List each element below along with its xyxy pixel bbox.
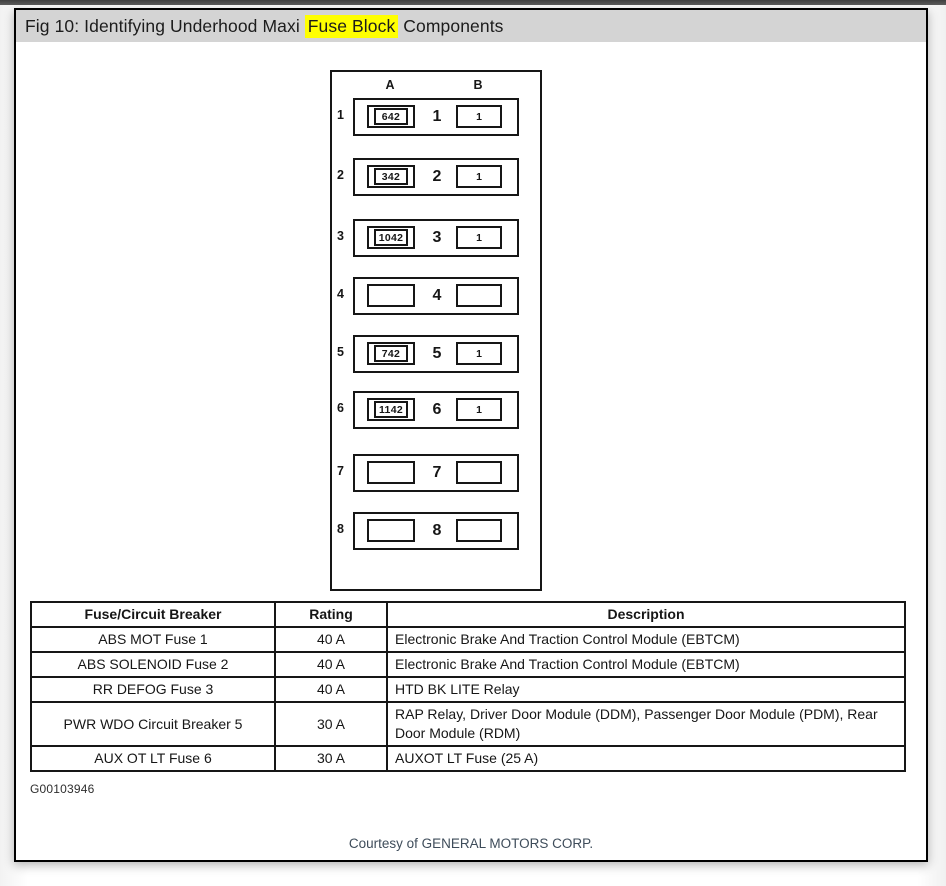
fuse-row: 1142 6 1 — [353, 391, 519, 429]
fuse-rating: 30 A — [274, 701, 388, 747]
table-row: RR DEFOG Fuse 3 40 A HTD BK LITE Relay — [30, 676, 906, 703]
fuse-name: ABS MOT Fuse 1 — [30, 626, 276, 653]
fuse-description: Electronic Brake And Traction Control Mo… — [386, 651, 906, 678]
figure-title-prefix: Fig 10: Identifying Underhood Maxi — [25, 15, 305, 36]
row-label: 7 — [337, 464, 344, 478]
fuse-row-number: 6 — [432, 401, 442, 418]
column-header-b: B — [473, 78, 483, 92]
header-fuse-circuit-breaker: Fuse/Circuit Breaker — [30, 601, 276, 628]
fuse-description: AUXOT LT Fuse (25 A) — [386, 745, 906, 772]
column-header-a: A — [385, 78, 395, 92]
fuse-row-number: 3 — [432, 229, 442, 246]
fuse-slot-a — [367, 519, 415, 542]
row-label: 2 — [337, 168, 344, 182]
fuse-slot-a-value — [374, 464, 408, 481]
fuse-slot-b: 1 — [456, 226, 502, 249]
fuse-slot-a: 1042 — [367, 226, 415, 249]
fuse-slot-b: 1 — [456, 342, 502, 365]
fuse-name: RR DEFOG Fuse 3 — [30, 676, 276, 703]
row-label: 8 — [337, 522, 344, 536]
fuse-name: AUX OT LT Fuse 6 — [30, 745, 276, 772]
fuse-rating: 40 A — [274, 676, 388, 703]
fuse-row: 8 — [353, 512, 519, 550]
fuse-name: ABS SOLENOID Fuse 2 — [30, 651, 276, 678]
fuse-row-number: 7 — [432, 464, 442, 481]
fuse-row-number: 1 — [432, 108, 442, 125]
fuse-row-number: 5 — [432, 345, 442, 362]
row-label: 4 — [337, 287, 344, 301]
fuse-row: 742 5 1 — [353, 335, 519, 373]
fuse-description: Electronic Brake And Traction Control Mo… — [386, 626, 906, 653]
figure-title-bar: Fig 10: Identifying Underhood Maxi Fuse … — [16, 10, 926, 42]
fuse-row: 342 2 1 — [353, 158, 519, 196]
fuse-row: 4 — [353, 277, 519, 315]
fuse-slot-a-value: 1042 — [373, 229, 409, 246]
figure-id: G00103946 — [30, 782, 95, 796]
fuse-description-table: Fuse/Circuit Breaker Rating Description … — [30, 601, 906, 772]
figure-frame: Fig 10: Identifying Underhood Maxi Fuse … — [14, 8, 928, 862]
fuse-row-number: 2 — [432, 168, 442, 185]
fuse-slot-b: 1 — [456, 165, 502, 188]
fuse-slot-a: 342 — [367, 165, 415, 188]
table-header-row: Fuse/Circuit Breaker Rating Description — [30, 601, 906, 628]
row-label: 5 — [337, 345, 344, 359]
fuse-slot-a — [367, 284, 415, 307]
fuse-slot-a-value: 342 — [374, 168, 408, 185]
fuse-slot-a-value: 742 — [374, 345, 408, 362]
window-top-strip — [0, 0, 946, 5]
fuse-slot-a: 1142 — [367, 398, 415, 421]
fuse-row: 1042 3 1 — [353, 219, 519, 257]
fuse-row-number: 8 — [432, 522, 442, 539]
fuse-slot-b: 1 — [456, 105, 502, 128]
table-row: ABS MOT Fuse 1 40 A Electronic Brake And… — [30, 626, 906, 653]
figure-title-suffix: Components — [398, 15, 504, 36]
fuse-slot-a-value — [374, 287, 408, 304]
search-highlight: Fuse Block — [304, 14, 399, 38]
fuse-slot-b: 1 — [456, 398, 502, 421]
fuse-slot-a-value: 1142 — [374, 401, 408, 418]
table-row: PWR WDO Circuit Breaker 5 30 A RAP Relay… — [30, 701, 906, 747]
header-rating: Rating — [274, 601, 388, 628]
row-label: 3 — [337, 229, 344, 243]
fuse-slot-b — [456, 461, 502, 484]
fuse-slot-b — [456, 519, 502, 542]
fuse-block-diagram: A B 1 642 1 1 2 342 2 1 3 1042 3 1 — [330, 70, 542, 591]
fuse-name: PWR WDO Circuit Breaker 5 — [30, 701, 276, 747]
fuse-rating: 30 A — [274, 745, 388, 772]
fuse-row: 642 1 1 — [353, 98, 519, 136]
fuse-description: RAP Relay, Driver Door Module (DDM), Pas… — [386, 701, 906, 747]
fuse-slot-a-value — [374, 522, 408, 539]
courtesy-line: Courtesy of GENERAL MOTORS CORP. — [348, 836, 594, 851]
fuse-slot-b — [456, 284, 502, 307]
row-label: 6 — [337, 401, 344, 415]
table-row: ABS SOLENOID Fuse 2 40 A Electronic Brak… — [30, 651, 906, 678]
fuse-row-number: 4 — [432, 287, 442, 304]
fuse-slot-a — [367, 461, 415, 484]
fuse-slot-a: 642 — [367, 105, 415, 128]
fuse-row: 7 — [353, 454, 519, 492]
table-row: AUX OT LT Fuse 6 30 A AUXOT LT Fuse (25 … — [30, 745, 906, 772]
fuse-slot-a-value: 642 — [374, 108, 408, 125]
fuse-slot-a: 742 — [367, 342, 415, 365]
header-description: Description — [386, 601, 906, 628]
row-label: 1 — [337, 108, 344, 122]
fuse-description: HTD BK LITE Relay — [386, 676, 906, 703]
fuse-rating: 40 A — [274, 626, 388, 653]
fuse-rating: 40 A — [274, 651, 388, 678]
